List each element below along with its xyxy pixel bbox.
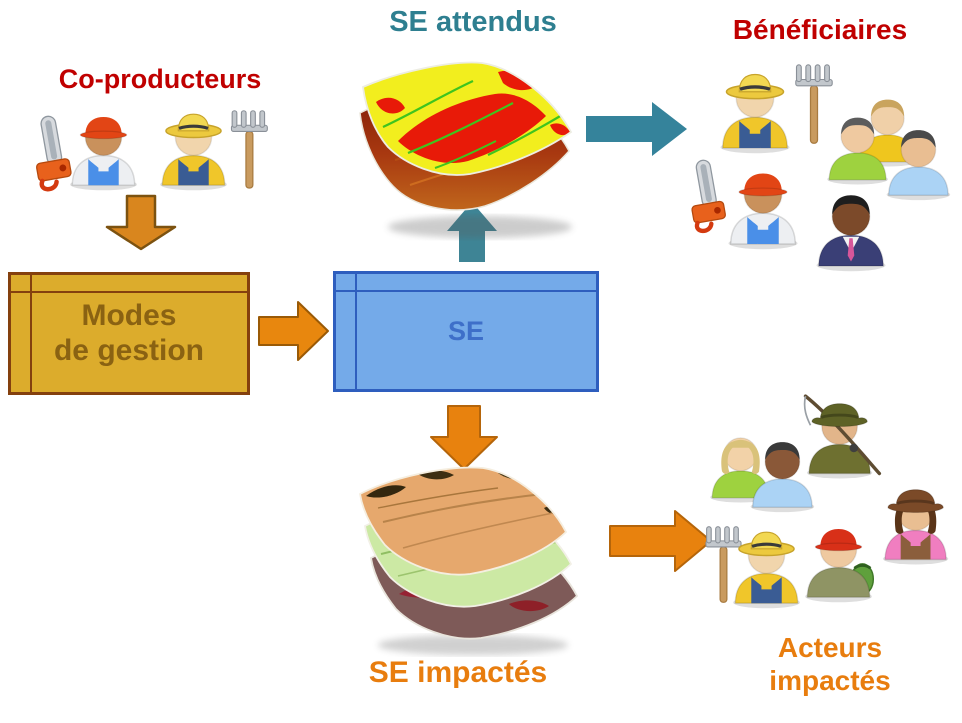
modes-de-gestion-label: Modes de gestion	[53, 299, 204, 367]
cowgirl-icon	[882, 488, 949, 566]
se-label: SE	[447, 316, 485, 346]
chainsaw-icon	[28, 114, 73, 191]
pitchfork-icon	[795, 64, 833, 144]
se-impactes-title: SE impactés	[368, 656, 548, 689]
arrow-se-impactes-to-acteurs	[609, 510, 712, 572]
beneficiaires-icon-group	[672, 64, 951, 272]
chainsaw-icon	[684, 158, 728, 232]
se-attendus-title: SE attendus	[389, 6, 557, 38]
worker-red-cap-icon	[69, 116, 138, 191]
farmer-straw-hat-icon	[159, 112, 228, 191]
se-attendus-map	[359, 61, 573, 238]
arrow-modes-to-se	[258, 301, 329, 361]
beneficiaires-title: Bénéficiaires	[732, 14, 908, 45]
arrow-coproducteurs-to-modes	[105, 194, 177, 251]
se-impactes-map	[359, 466, 579, 655]
coproducteurs-icon-group	[12, 110, 268, 196]
pitchfork-icon	[705, 526, 742, 603]
arrow-se-attendus-to-beneficiaires	[586, 102, 687, 156]
fisherman-icon	[802, 394, 882, 480]
hiker-backpack-icon	[804, 528, 875, 604]
modes-de-gestion-box: Modes de gestion	[8, 272, 250, 395]
arrow-se-to-se-impactes	[430, 405, 498, 470]
farmer-straw-hat-icon	[719, 72, 791, 154]
coproducteurs-title: Co-producteurs	[58, 64, 262, 94]
map-layer-landcover	[363, 62, 571, 175]
farmer-straw-hat-icon	[732, 530, 801, 610]
worker-red-cap-icon	[727, 172, 799, 250]
acteurs-impactes-title: Acteurs impactés	[769, 632, 891, 697]
se-box: SE	[333, 271, 599, 392]
acteurs-impactes-icon-group	[705, 394, 949, 610]
businessman-icon	[815, 195, 887, 272]
